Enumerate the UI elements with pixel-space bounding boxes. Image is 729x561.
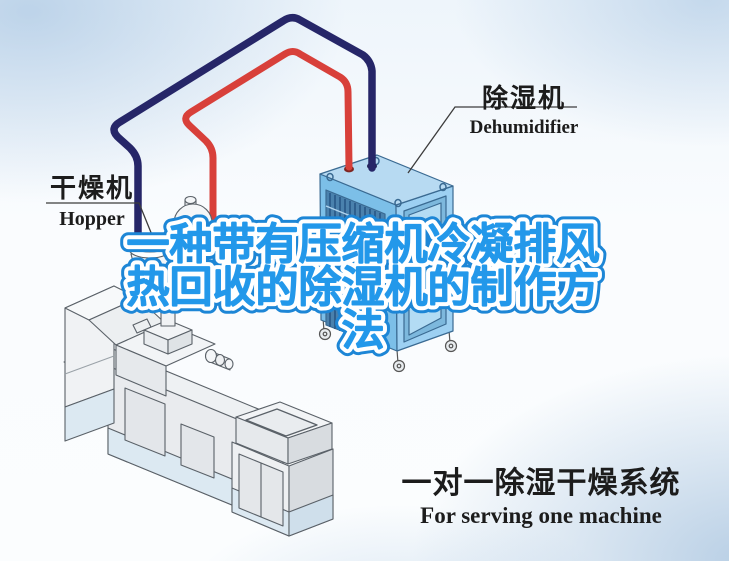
dehumidifier-label-zh: 除湿机 <box>481 83 566 113</box>
machine-platform-front <box>115 344 167 397</box>
hopper-assembly <box>128 195 213 301</box>
system-caption-en: For serving one machine <box>420 503 662 528</box>
svg-text:一种带有压缩机冷凝排风: 一种带有压缩机冷凝排风 <box>127 221 600 269</box>
hopper-callout-line <box>46 202 153 236</box>
system-caption: 一对一除湿干燥系统 For serving one machine <box>390 458 692 529</box>
svg-text:一种带有压缩机冷凝排风: 一种带有压缩机冷凝排风 <box>127 221 600 269</box>
dehumidifier-callout-line <box>407 106 577 174</box>
cyclone-dome <box>173 203 213 243</box>
dehumidifier-label: 除湿机 Dehumidifier <box>460 78 588 139</box>
svg-text:法: 法 <box>342 307 385 355</box>
svg-text:热回收的除湿机的制作方: 热回收的除湿机的制作方 <box>127 264 600 312</box>
svg-text:法: 法 <box>342 307 385 355</box>
dryer-machine-illustration <box>63 285 334 537</box>
dehumidifier-illustration <box>318 154 458 373</box>
dehumidifier-label-en: Dehumidifier <box>469 117 579 138</box>
hopper-label-en: Hopper <box>59 208 125 230</box>
hopper-label: 干燥机 Hopper <box>42 168 142 231</box>
callout-lines <box>46 106 577 236</box>
page-title: 一种带有压缩机冷凝排风 热回收的除湿机的制作方 法 一种带有压缩机冷凝排风 热回… <box>119 214 607 363</box>
hopper-label-zh: 干燥机 <box>49 173 134 203</box>
svg-text:法: 法 <box>342 307 385 355</box>
system-caption-zh: 一对一除湿干燥系统 <box>401 467 681 500</box>
hopper-cone <box>130 253 177 301</box>
cold-air-pipe <box>110 14 376 251</box>
machine-door-panel <box>124 387 166 457</box>
hot-air-pipe <box>182 48 353 225</box>
svg-text:一种带有压缩机冷凝排风: 一种带有压缩机冷凝排风 <box>127 221 600 269</box>
svg-text:热回收的除湿机的制作方: 热回收的除湿机的制作方 <box>127 264 600 312</box>
svg-text:热回收的除湿机的制作方: 热回收的除湿机的制作方 <box>127 264 600 312</box>
casters <box>318 317 458 373</box>
machine-door-panel <box>180 423 215 479</box>
pipes <box>110 14 377 251</box>
